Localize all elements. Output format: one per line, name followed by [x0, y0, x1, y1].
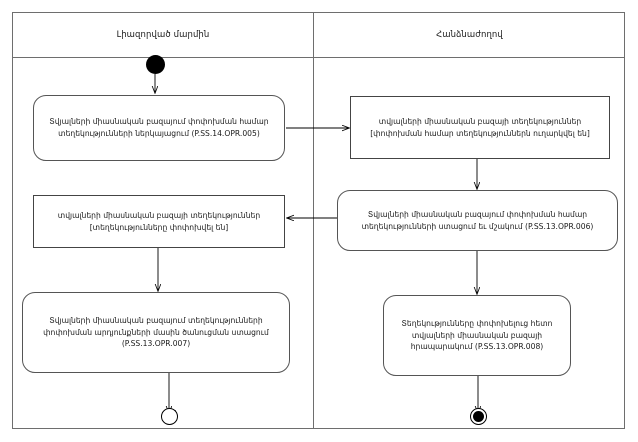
action-opr008-line3: հրապարակում (P.SS.13.OPR.008)	[410, 342, 544, 352]
object-sent-line2: [փոփոխման համար տեղեկություններն ուղարկվ…	[370, 128, 590, 138]
action-opr006-line1: Տվյալների միասնական բազայում փոփոխման հա…	[367, 209, 588, 219]
action-opr005-line2: տեղեկությունների ներկայացում (P.SS.14.OP…	[58, 129, 260, 138]
action-node-opr008[interactable]: Տեղեկությունները փոփոխելուց հետո տվյալնե…	[383, 295, 571, 376]
action-opr006-line2: տեղեկությունների ստացում եւ մշակում (P.S…	[361, 221, 594, 231]
swimlane-label-commission: Հանձնաժողով	[436, 29, 503, 40]
swimlane-label-authorized-body: Լիազորված մարմին	[116, 29, 210, 40]
action-opr007-line2: փոփոխման արդյունքների մասին ծանուցման ստ…	[43, 327, 269, 337]
swimlane-frame	[12, 12, 625, 429]
activity-final-node-inner	[473, 410, 484, 422]
activity-final-node	[470, 407, 487, 425]
swimlane-vertical-divider	[313, 12, 314, 429]
action-node-opr006[interactable]: Տվյալների միասնական բազայում փոփոխման հա…	[337, 190, 618, 251]
action-opr008-line2: տվյալների միասնական բազայի	[411, 330, 543, 340]
action-node-opr005[interactable]: Տվյալների միասնական բազայում փոփոխման հա…	[33, 95, 285, 161]
initial-node	[145, 55, 165, 74]
swimlane-header-divider	[12, 57, 625, 58]
object-sent-line1: տվյալների միասնական բազայի տեղեկությունն…	[378, 116, 582, 126]
object-changed-line2: [տեղեկությունները փոփոխվել են]	[89, 222, 229, 232]
object-node-information-changed[interactable]: տվյալների միասնական բազայի տեղեկությունն…	[33, 195, 285, 248]
object-node-information-sent[interactable]: տվյալների միասնական բազայի տեղեկությունն…	[350, 96, 610, 159]
action-opr007-line3: (P.SS.13.OPR.007)	[121, 339, 191, 349]
object-changed-line1: տվյալների միասնական բազայի տեղեկությունն…	[57, 210, 261, 220]
action-opr005-line1: Տվյալների միասնական բազայում փոփոխման հա…	[49, 117, 269, 127]
swimlane-header-authorized-body: Լիազորված մարմին	[13, 12, 313, 57]
action-opr008-line1: Տեղեկությունները փոփոխելուց հետո	[401, 318, 553, 328]
action-node-opr007[interactable]: Տվյալների միասնական բազայում տեղեկությու…	[22, 292, 290, 373]
swimlane-header-commission: Հանձնաժողով	[314, 12, 625, 57]
flow-final-node	[161, 407, 178, 425]
action-opr007-line1: Տվյալների միասնական բազայում տեղեկությու…	[49, 315, 263, 325]
